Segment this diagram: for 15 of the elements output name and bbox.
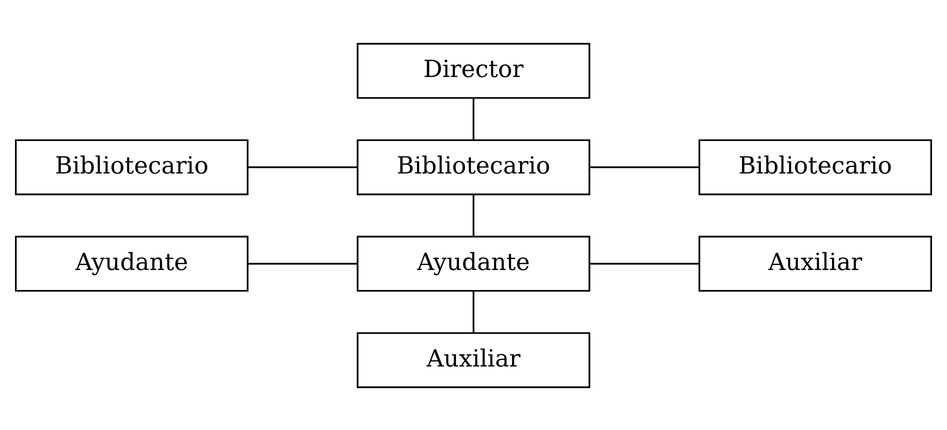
connector: [472, 98, 474, 140]
node-box: Auxiliar: [356, 332, 590, 388]
node-box: Bibliotecario: [14, 138, 248, 195]
node-box: Ayudante: [14, 235, 248, 292]
node-box: Auxiliar: [698, 235, 932, 292]
connector: [590, 262, 699, 264]
connector: [248, 262, 358, 264]
node-box: Ayudante: [356, 235, 590, 292]
node-box: Bibliotecario: [698, 138, 932, 195]
connector: [472, 290, 474, 333]
connector: [590, 166, 699, 168]
node-box: Director: [356, 42, 590, 98]
connector: [472, 194, 474, 236]
connector: [248, 166, 358, 168]
node-box: Bibliotecario: [356, 138, 590, 195]
